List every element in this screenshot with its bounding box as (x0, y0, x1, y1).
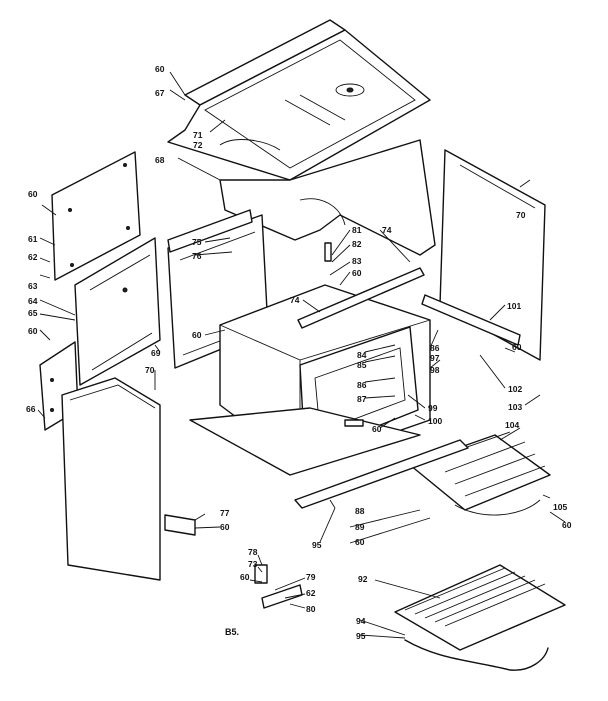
door-hinge (164, 514, 196, 536)
part-label: 70 (516, 210, 526, 220)
left-side-panel-rear (51, 151, 141, 281)
part-label: 83 (352, 256, 362, 266)
lower-rail (294, 439, 469, 509)
part-label: 89 (355, 522, 365, 532)
part-label: 68 (155, 155, 165, 165)
part-label: 85 (357, 360, 367, 370)
part-label: 73 (248, 559, 258, 569)
part-label: 94 (356, 616, 366, 626)
part-label: 88 (355, 506, 365, 516)
part-label: 74 (382, 225, 392, 235)
part-label: 95 (356, 631, 366, 641)
part-label: 70 (145, 365, 155, 375)
part-label: 60 (220, 522, 230, 532)
part-label: 92 (358, 574, 368, 584)
part-label: 64 (28, 296, 38, 306)
oven-door-panel (61, 377, 161, 581)
part-label: 60 (240, 572, 250, 582)
switch-block (254, 564, 303, 609)
part-label: 105 (553, 502, 567, 512)
part-label: 67 (155, 88, 165, 98)
part-label: 72 (193, 140, 203, 150)
part-label: 60 (512, 342, 522, 352)
part-label: 66 (26, 404, 36, 414)
part-label: 60 (28, 326, 38, 336)
top-cover-panel (167, 19, 431, 181)
part-label: 62 (28, 252, 38, 262)
part-label: 60 (192, 330, 202, 340)
part-label: 76 (192, 251, 202, 261)
left-side-panel-front (74, 237, 161, 386)
part-label: 98 (430, 365, 440, 375)
part-label: 103 (508, 402, 522, 412)
part-label: 77 (220, 508, 230, 518)
right-side-panel (421, 149, 546, 361)
part-label: 86 (357, 380, 367, 390)
part-label: 104 (505, 420, 519, 430)
part-label: 78 (248, 547, 258, 557)
part-label: 60 (562, 520, 572, 530)
part-label: 84 (357, 350, 367, 360)
part-label: 95 (312, 540, 322, 550)
part-label: 60 (355, 537, 365, 547)
part-label: 97 (430, 353, 440, 363)
part-label: 82 (352, 239, 362, 249)
part-label: 60 (352, 268, 362, 278)
element-rail (297, 242, 425, 329)
part-label: 101 (507, 301, 521, 311)
part-label: 60 (372, 424, 382, 434)
part-label: 62 (306, 588, 316, 598)
part-label: 80 (306, 604, 316, 614)
part-label: 100 (428, 416, 442, 426)
part-labels: 60 67 71 72 68 60 61 62 63 64 65 60 66 6… (26, 64, 572, 641)
part-label: 74 (290, 295, 300, 305)
part-label: 79 (306, 572, 316, 582)
part-label: 69 (151, 348, 161, 358)
figure-code: B5. (225, 627, 239, 637)
part-label: 87 (357, 394, 367, 404)
part-label: 60 (28, 189, 38, 199)
part-label: 81 (352, 225, 362, 235)
part-label: 63 (28, 281, 38, 291)
part-label: 102 (508, 384, 522, 394)
part-label: 60 (155, 64, 165, 74)
part-label: 86 (430, 343, 440, 353)
leader-lines (37, 71, 566, 639)
part-label: 65 (28, 308, 38, 318)
part-label: 71 (193, 130, 203, 140)
part-label: 75 (192, 237, 202, 247)
broil-element-rack (409, 431, 551, 516)
oven-cavity (189, 284, 431, 476)
part-label: 99 (428, 403, 438, 413)
part-label: 61 (28, 234, 38, 244)
bottom-rack (394, 564, 566, 671)
